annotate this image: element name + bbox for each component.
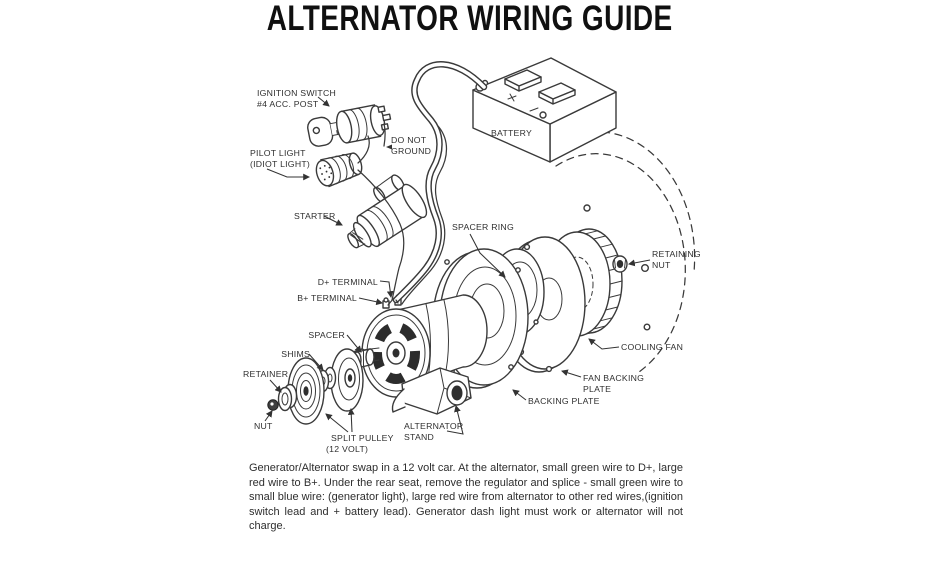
battery-drawing: [472, 57, 617, 163]
leader-lines: [264, 96, 651, 435]
label-spacer: SPACER: [308, 330, 345, 340]
leader-shims: [308, 353, 324, 371]
label-alternator-stand: ALTERNATOR: [404, 421, 463, 431]
page-title: ALTERNATOR WIRING GUIDE: [267, 0, 673, 38]
label-ignition-switch: IGNITION SWITCH: [257, 88, 336, 98]
title-bar: ALTERNATOR WIRING GUIDE: [0, 0, 940, 38]
label-pilot-light-line2: (IDIOT LIGHT): [250, 159, 310, 169]
starter-drawing: [347, 174, 428, 249]
leader-d-terminal: [379, 280, 394, 299]
label-b-terminal: B+ TERMINAL: [297, 293, 357, 303]
retaining-nut-drawing: [612, 255, 628, 273]
battery-cable-drawing: [392, 61, 488, 304]
leader-spacer: [346, 334, 362, 353]
leader-b-terminal: [358, 297, 384, 306]
label-backing-plate: BACKING PLATE: [528, 396, 600, 406]
leader-fan-backing-plate: [561, 369, 582, 378]
leader-split-pulley-right: [347, 407, 355, 433]
nut-drawing: [267, 399, 279, 411]
label-pilot-light: PILOT LIGHT: [250, 148, 306, 158]
label-battery: BATTERY: [491, 128, 532, 138]
leader-split-pulley-left: [325, 413, 349, 433]
label-do-not-ground-line2: GROUND: [391, 146, 431, 156]
alternator-stand-drawing: [391, 367, 472, 415]
label-fan-backing-plate: FAN BACKING: [583, 373, 644, 383]
front-pulley-half-drawing: [330, 348, 364, 412]
label-shims: SHIMS: [281, 349, 310, 359]
wiring-loom-drawing: [357, 123, 448, 306]
label-fan-backing-plate-line2: PLATE: [583, 384, 611, 394]
label-spacer-ring: SPACER RING: [452, 222, 514, 232]
leader-nut: [264, 410, 273, 422]
label-retaining-nut: RETAINING: [652, 249, 701, 259]
label-retaining-nut-line2: NUT: [652, 260, 671, 270]
caption-text: Generator/Alternator swap in a 12 volt c…: [249, 462, 683, 533]
label-nut: NUT: [254, 421, 273, 431]
pilot-light-pins: [319, 164, 333, 181]
leader-retaining-nut: [627, 259, 651, 267]
label-cooling-fan: COOLING FAN: [621, 342, 683, 352]
label-do-not-ground: DO NOT: [391, 135, 427, 145]
leader-alternator-stand: [446, 405, 464, 435]
fan-housing-dashed-outline: [544, 131, 696, 375]
label-alternator-stand-line2: STAND: [404, 432, 434, 442]
leader-starter: [323, 215, 343, 226]
label-starter: STARTER: [294, 211, 336, 221]
label-split-pulley-line2: (12 VOLT): [326, 444, 368, 454]
label-ignition-switch-line2: #4 ACC. POST: [257, 99, 319, 109]
leader-spacer-ring: [469, 233, 506, 278]
retainer-drawing: [277, 383, 298, 412]
label-d-terminal: D+ TERMINAL: [318, 277, 378, 287]
label-retainer: RETAINER: [243, 369, 288, 379]
label-split-pulley: SPLIT PULLEY: [331, 433, 394, 443]
leader-cooling-fan: [588, 338, 620, 350]
ignition-switch-drawing: [307, 104, 392, 147]
leader-ignition-switch: [317, 96, 330, 107]
leader-pilot-light: [266, 168, 311, 181]
diagram-labels: IGNITION SWITCH #4 ACC. POST PILOT LIGHT…: [243, 88, 701, 454]
leader-retainer: [269, 379, 282, 393]
pilot-light-drawing: [315, 152, 363, 188]
leader-backing-plate: [512, 389, 527, 401]
